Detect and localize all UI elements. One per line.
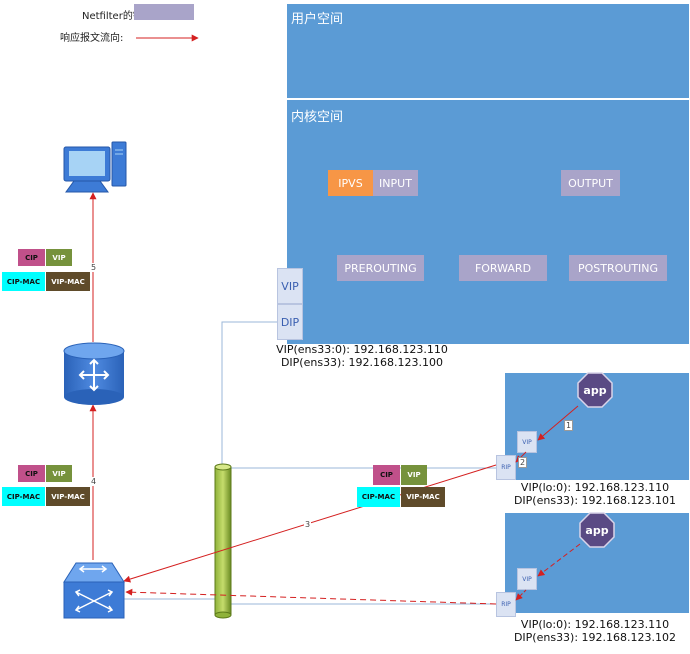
- kernel-space-title: 内核空间: [291, 110, 344, 125]
- kernel-space-region: 内核空间: [287, 100, 689, 344]
- director-vip-address: VIP(ens33:0): 192.168.123.110: [276, 343, 448, 356]
- input-hook: INPUT: [373, 170, 418, 196]
- rs1-dip-address: DIP(ens33): 192.168.123.101: [513, 494, 677, 507]
- ipvs-hook: IPVS: [328, 170, 373, 196]
- packet-top-cip: CIP: [18, 249, 45, 266]
- rs1-app-label: app: [583, 383, 607, 397]
- user-space-region: 用户空间: [287, 4, 689, 98]
- rs2-vip-address: VIP(lo:0): 192.168.123.110: [520, 618, 670, 631]
- output-hook: OUTPUT: [561, 170, 620, 196]
- user-space-title: 用户空间: [291, 12, 344, 27]
- prerouting-hook: PREROUTING: [337, 255, 424, 281]
- packet-top-vip: VIP: [46, 249, 72, 266]
- packet-top-cip-mac: CIP-MAC: [2, 272, 45, 291]
- client-computer-icon: [63, 141, 127, 193]
- step-1-label: 1: [564, 420, 574, 431]
- rs2-app-label: app: [585, 523, 609, 537]
- packet-right-vip-mac: VIP-MAC: [401, 487, 445, 507]
- flow-rs1-app-to-vip: [537, 405, 579, 441]
- packet-right-cip-mac: CIP-MAC: [357, 487, 400, 507]
- director-to-switch-line: [221, 321, 277, 465]
- rs2-rip-port: RIP: [496, 592, 516, 617]
- legend-hook-swatch: [134, 4, 194, 20]
- packet-mid-cip: CIP: [18, 465, 45, 482]
- director-dip-address: DIP(ens33): 192.168.123.100: [280, 356, 444, 369]
- director-vip-port: VIP: [277, 268, 303, 304]
- flow-rs2-to-switch: [125, 588, 497, 605]
- rs1-app-icon: [577, 372, 613, 408]
- rs2-vip-port: VIP: [517, 568, 537, 590]
- packet-right-cip: CIP: [373, 465, 400, 485]
- packet-mid-vip: VIP: [46, 465, 72, 482]
- rs1-vip-port: VIP: [517, 431, 537, 453]
- step-5-label: 5: [90, 263, 98, 272]
- postrouting-hook: POSTROUTING: [569, 255, 667, 281]
- legend-hook-label: Netfilter的链:: [82, 11, 147, 22]
- legend-response-label: 响应报文流向:: [60, 33, 124, 44]
- forward-hook: FORWARD: [459, 255, 547, 281]
- step-2-label: 2: [518, 457, 528, 468]
- rs2-dip-address: DIP(ens33): 192.168.123.102: [513, 631, 677, 644]
- step-4-label: 4: [90, 477, 98, 486]
- packet-top-vip-mac: VIP-MAC: [46, 272, 90, 291]
- director-dip-port: DIP: [277, 304, 303, 340]
- switch-icon: [63, 562, 125, 619]
- flow-rs2-app-to-vip: [537, 543, 581, 577]
- network-bus-icon: [214, 463, 232, 619]
- packet-mid-cip-mac: CIP-MAC: [2, 487, 45, 506]
- flow-rs2-vip-to-rip: [515, 589, 527, 601]
- step-3-label: 3: [304, 520, 312, 529]
- packet-mid-vip-mac: VIP-MAC: [46, 487, 90, 506]
- packet-right-vip: VIP: [401, 465, 427, 485]
- rs1-vip-address: VIP(lo:0): 192.168.123.110: [520, 481, 670, 494]
- rs2-app-icon: [579, 512, 615, 548]
- rs1-rip-port: RIP: [496, 455, 516, 480]
- router-icon: [63, 342, 125, 405]
